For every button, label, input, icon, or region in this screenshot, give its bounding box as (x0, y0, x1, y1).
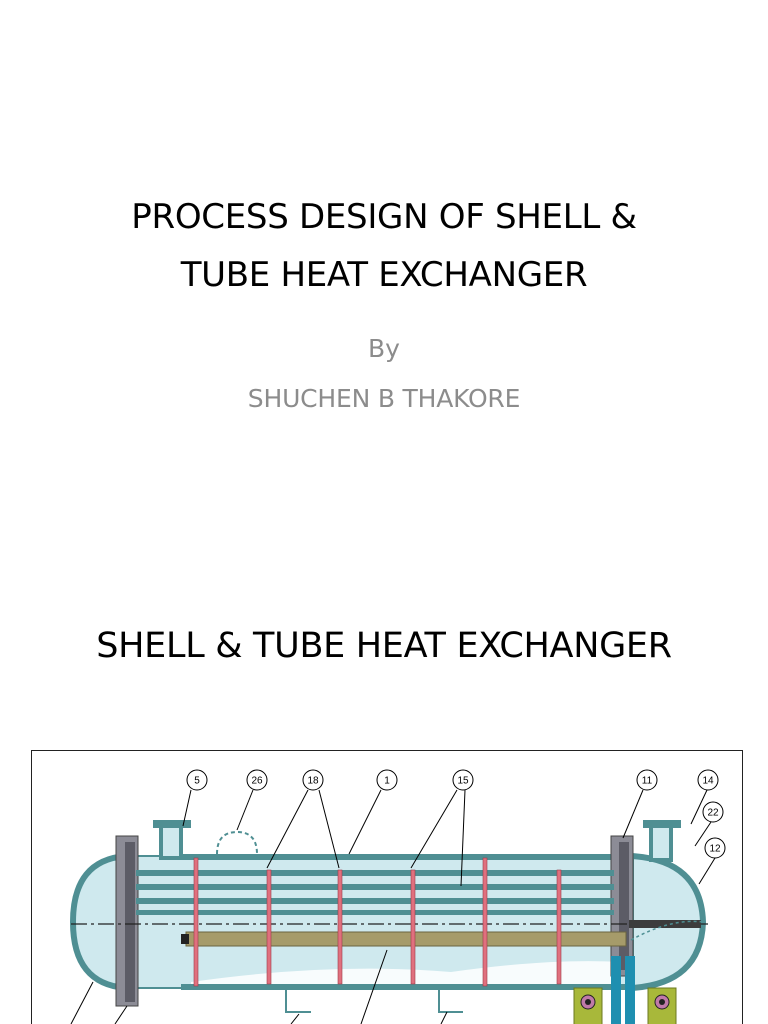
callout-12: 12 (704, 837, 726, 859)
callout-label: 1 (384, 776, 390, 787)
callout-15: 15 (452, 769, 474, 791)
callout-label: 5 (194, 776, 200, 787)
drain-nozzles (611, 956, 635, 1024)
outlet-nozzle (643, 820, 681, 862)
callout-label: 12 (709, 844, 721, 855)
by-label: By (368, 334, 400, 363)
tube-bundle (136, 870, 614, 915)
callout-14: 14 (697, 769, 719, 791)
callout-1: 1 (376, 769, 398, 791)
callout-label: 22 (707, 808, 719, 819)
content-slide-title: SHELL & TUBE HEAT EXCHANGER (96, 626, 672, 666)
slide-title-line-1: PROCESS DESIGN OF SHELL & (131, 197, 637, 237)
tie-rod (181, 931, 627, 947)
callout-label: 15 (457, 776, 469, 787)
callout-18: 18 (302, 769, 324, 791)
callout-label: 11 (642, 776, 653, 787)
dashed-nozzle (216, 830, 258, 855)
callout-label: 18 (307, 776, 319, 787)
channel-pipe (629, 920, 704, 941)
support-saddles (285, 987, 677, 1024)
heat-exchanger-diagram: 5 26 18 1 15 11 14 22 12 (31, 750, 743, 1024)
leader-lines (70, 789, 716, 1024)
callout-11: 11 (636, 769, 658, 791)
slide-title-line-2: TUBE HEAT EXCHANGER (180, 255, 588, 295)
callout-label: 26 (251, 776, 263, 787)
callout-26: 26 (246, 769, 268, 791)
baffles (193, 857, 562, 987)
left-tube-sheet (115, 835, 139, 1007)
inlet-nozzle (153, 820, 191, 860)
author-name: SHUCHEN B THAKORE (247, 384, 521, 413)
right-tube-sheet (610, 835, 634, 977)
callout-labels: 5 26 18 1 15 11 14 22 12 (186, 769, 726, 859)
callout-22: 22 (702, 801, 724, 823)
title-slide: PROCESS DESIGN OF SHELL & TUBE HEAT EXCH… (40, 188, 728, 413)
callout-5: 5 (186, 769, 208, 791)
callout-label: 14 (702, 776, 714, 787)
slide-title: PROCESS DESIGN OF SHELL & TUBE HEAT EXCH… (40, 188, 728, 304)
